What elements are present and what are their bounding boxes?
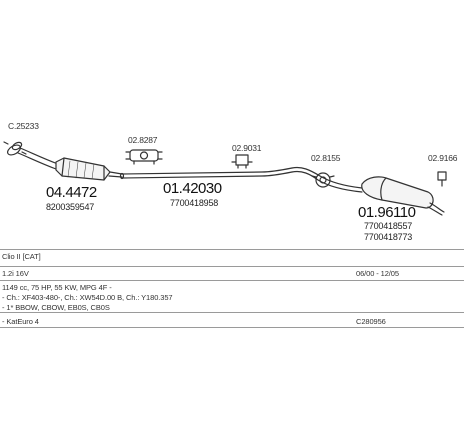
body-codes-text: - 1* BBOW, CBOW, EB0S, CB0S — [2, 303, 110, 312]
rubber-mount-icon — [311, 172, 335, 188]
euro-text: - KatEuro 4 — [2, 317, 39, 326]
part-number-rear-silencer: 01.96110 — [358, 204, 416, 221]
oe-number-catalyst: 8200359547 — [46, 202, 95, 212]
info-row-model: Clio II [CAT] — [0, 252, 464, 262]
part-code-hanger: 02.9031 — [232, 143, 262, 153]
rear-silencer-icon — [361, 176, 445, 216]
reference-text: C280956 — [356, 317, 386, 326]
model-text: Clio II [CAT] — [2, 252, 41, 261]
tailpipe-hanger-icon — [437, 171, 447, 187]
exhaust-drawing — [3, 141, 447, 216]
oe-number-rear-silencer-1: 7700418557 — [364, 221, 413, 231]
exhaust-diagram: C.25233 02.8287 02.9031 02.8155 02.9166 … — [3, 121, 458, 242]
engine-text: 1.2i 16V — [2, 269, 29, 278]
catalytic-converter-icon — [55, 157, 123, 181]
engine-codes-text: - Ch.: XF403-480-, Ch.: XW54D.00 B, Ch.:… — [2, 293, 173, 302]
oe-number-rear-silencer-2: 7700418773 — [364, 232, 413, 242]
part-code-rubber-mount: 02.8155 — [311, 153, 341, 163]
rear-pipe — [291, 166, 363, 193]
years-text: 06/00 - 12/05 — [356, 269, 399, 278]
info-row-engine-codes: - Ch.: XF403-480-, Ch.: XW54D.00 B, Ch.:… — [0, 293, 464, 303]
front-flange-icon — [3, 141, 27, 156]
info-row-euro: - KatEuro 4 C280956 — [0, 317, 464, 327]
part-code-clamp-front: C.25233 — [8, 121, 39, 131]
part-number-middle-pipe: 01.42030 — [163, 180, 222, 197]
part-code-clamp: 02.8287 — [128, 135, 158, 145]
clamp-icon — [125, 149, 163, 165]
hanger-icon — [231, 154, 253, 169]
vehicle-info: Clio II [CAT] 1.2i 16V 06/00 - 12/05 114… — [0, 249, 464, 328]
part-number-catalyst: 04.4472 — [46, 184, 97, 201]
middle-pipe — [119, 167, 293, 180]
oe-number-middle-pipe: 7700418958 — [170, 198, 219, 208]
specs-text: 1149 cc, 75 HP, 55 KW, MPG 4F - — [2, 283, 112, 292]
info-row-engine: 1.2i 16V 06/00 - 12/05 — [0, 269, 464, 279]
part-code-tailpipe-hanger: 02.9166 — [428, 153, 458, 163]
info-row-specs: 1149 cc, 75 HP, 55 KW, MPG 4F - — [0, 283, 464, 293]
info-row-body-codes: - 1* BBOW, CBOW, EB0S, CB0S — [0, 303, 464, 313]
front-pipe — [17, 147, 59, 170]
